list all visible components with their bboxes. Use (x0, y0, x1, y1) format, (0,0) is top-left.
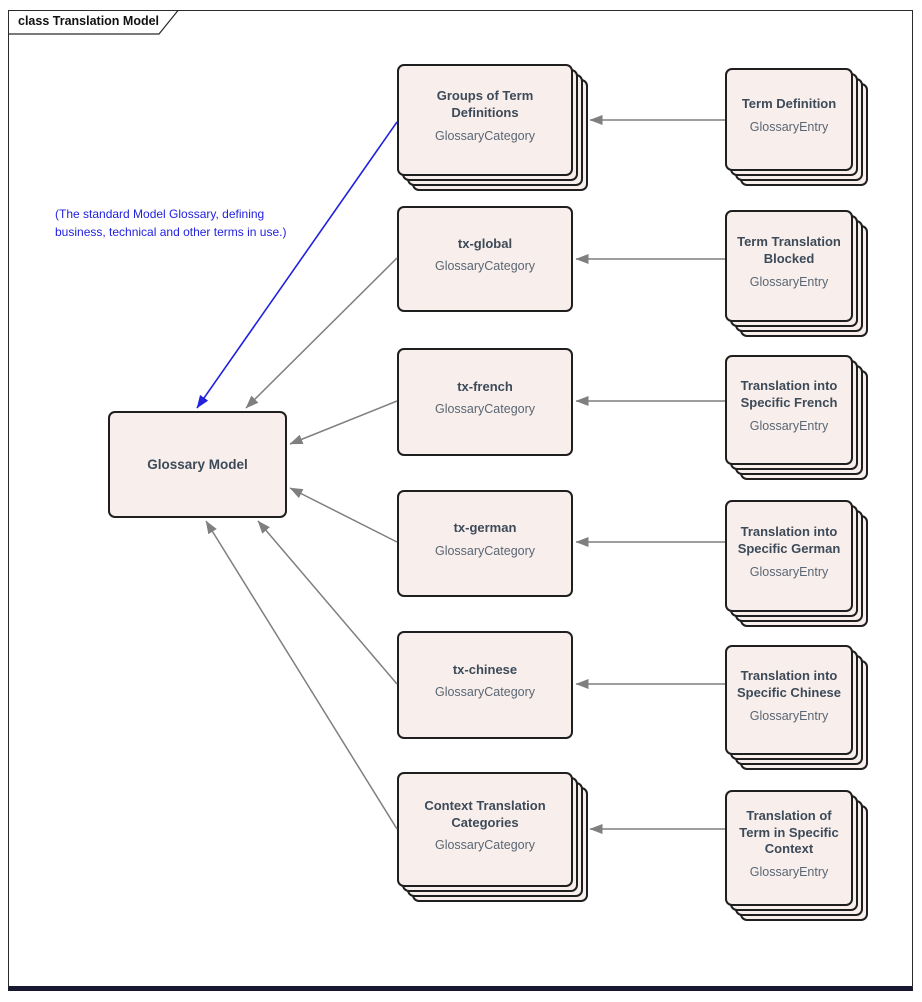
node-type: GlossaryCategory (434, 543, 536, 558)
note-line-2: business, technical and other terms in u… (55, 225, 287, 239)
node-title: tx-global (457, 235, 513, 251)
node-body: tx-global GlossaryCategory (397, 206, 573, 312)
node-body: Translation into Specific Chinese Glossa… (725, 645, 853, 755)
node-body: Term Definition GlossaryEntry (725, 68, 853, 171)
node-type: GlossaryEntry (749, 119, 829, 134)
node-type: GlossaryCategory (434, 128, 536, 143)
node-body: Translation into Specific German Glossar… (725, 500, 853, 612)
class-node-tx-german[interactable]: tx-german GlossaryCategory (397, 490, 573, 597)
node-body: Translation into Specific French Glossar… (725, 355, 853, 465)
node-title: Term Definition (741, 96, 837, 112)
node-title: Context Translation Categories (424, 797, 546, 830)
node-body: tx-chinese GlossaryCategory (397, 631, 573, 739)
note-line-1: (The standard Model Glossary, defining (55, 207, 265, 221)
node-body: Context Translation Categories GlossaryC… (397, 772, 573, 887)
diagram-frame (8, 10, 913, 991)
node-type: GlossaryCategory (434, 685, 536, 700)
class-node-context-translation-categories[interactable]: Context Translation Categories GlossaryC… (397, 772, 588, 902)
class-node-translation-into-specific-german[interactable]: Translation into Specific German Glossar… (725, 500, 868, 627)
node-body: tx-french GlossaryCategory (397, 348, 573, 456)
node-type: GlossaryEntry (749, 708, 829, 723)
class-node-term-definition[interactable]: Term Definition GlossaryEntry (725, 68, 868, 186)
frame-tab-label: class Translation Model (18, 14, 160, 28)
node-body: Term Translation Blocked GlossaryEntry (725, 210, 853, 322)
node-title: Translation of Term in Specific Context (739, 807, 839, 857)
class-node-tx-french[interactable]: tx-french GlossaryCategory (397, 348, 573, 456)
node-body: Groups of Term Definitions GlossaryCateg… (397, 64, 573, 176)
node-title: tx-german (453, 520, 517, 536)
class-node-tx-chinese[interactable]: tx-chinese GlossaryCategory (397, 631, 573, 739)
node-type: GlossaryEntry (749, 274, 829, 289)
class-node-translation-into-specific-chinese[interactable]: Translation into Specific Chinese Glossa… (725, 645, 868, 770)
node-type: GlossaryCategory (434, 259, 536, 274)
class-node-term-translation-blocked[interactable]: Term Translation Blocked GlossaryEntry (725, 210, 868, 337)
node-type: GlossaryCategory (434, 402, 536, 417)
class-node-translation-of-term-in-specific-context[interactable]: Translation of Term in Specific Context … (725, 790, 868, 921)
class-node-tx-global[interactable]: tx-global GlossaryCategory (397, 206, 573, 312)
node-title: Term Translation Blocked (737, 234, 841, 266)
node-title: tx-chinese (452, 661, 518, 677)
node-body: Glossary Model (108, 411, 287, 518)
note-annotation: (The standard Model Glossary, defining b… (55, 205, 305, 241)
node-title: Translation into Specific French (740, 378, 838, 410)
node-title: Translation into Specific Chinese (736, 668, 842, 700)
node-body: tx-german GlossaryCategory (397, 490, 573, 597)
node-type: GlossaryEntry (749, 564, 829, 579)
class-node-translation-into-specific-french[interactable]: Translation into Specific French Glossar… (725, 355, 868, 480)
node-title: Translation into Specific German (737, 524, 841, 556)
node-body: Translation of Term in Specific Context … (725, 790, 853, 906)
node-type: GlossaryEntry (749, 418, 829, 433)
node-title: tx-french (457, 378, 513, 394)
node-type: GlossaryEntry (749, 865, 829, 880)
node-type: GlossaryCategory (434, 838, 536, 853)
node-title: Groups of Term Definitions (436, 88, 534, 120)
class-node-groups-of-term-definitions[interactable]: Groups of Term Definitions GlossaryCateg… (397, 64, 588, 191)
class-node-glossary-model[interactable]: Glossary Model (108, 411, 287, 518)
node-title: Glossary Model (147, 456, 248, 472)
